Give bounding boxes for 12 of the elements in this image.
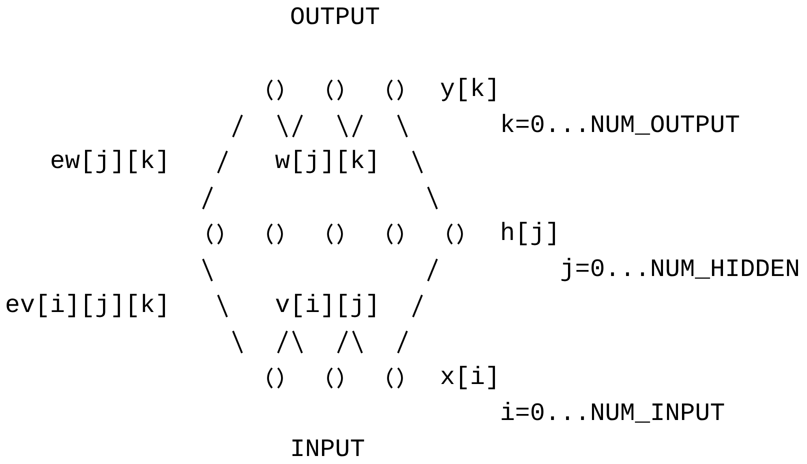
text-label: ew[j][k]	[50, 147, 170, 177]
text-label: ev[i][j][k]	[5, 291, 170, 321]
text-label: w[j][k]	[275, 147, 380, 177]
text-label: y[k]	[440, 75, 500, 105]
text-label: INPUT	[290, 435, 366, 464]
text-label: k=0...NUM_OUTPUT	[500, 111, 740, 141]
text-label: i=0...NUM_INPUT	[500, 399, 726, 429]
text-label: OUTPUT	[290, 3, 380, 33]
text-label: v[i][j]	[275, 291, 380, 321]
text-label: j=0...NUM_HIDDEN	[560, 255, 800, 285]
text-label: x[i]	[440, 363, 500, 393]
text-label: h[j]	[500, 219, 560, 249]
